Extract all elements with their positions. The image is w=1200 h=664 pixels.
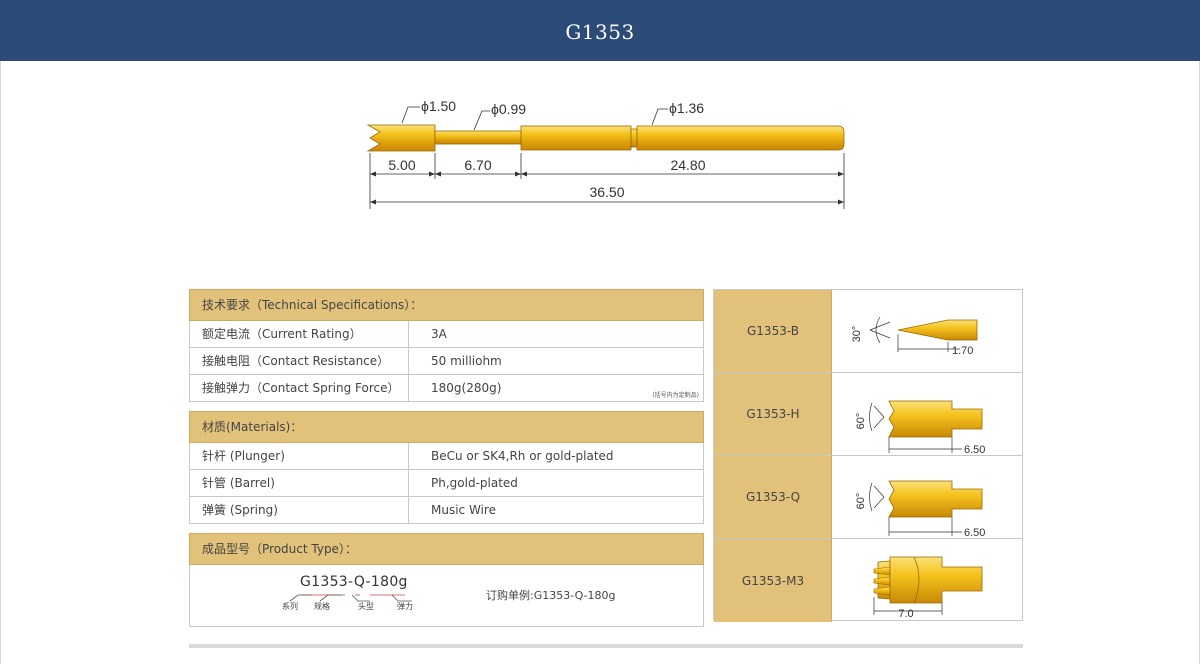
tip-h-drawing: 60° 6.50 [855,400,985,456]
pin-drawing-svg: ϕ1.50 ϕ0.99 ϕ1.36 5.00 6.70 24.80 36.50 [366,98,845,209]
tip-row-m3: G1353-M3 7.0 [714,539,1022,622]
material-label: 弹簧 (Spring) [190,497,409,523]
diameter-label: ϕ1.36 [669,100,704,116]
tip-m3-drawing: 7.0 [873,556,983,620]
pin-crimp [630,128,638,148]
bottom-divider [189,644,1023,648]
code-part-label: 规格 [314,602,330,611]
tip-row-b: G1353-B 30° 1.70 [714,290,1022,373]
tip-name: G1353-B [747,324,799,338]
product-type-box: G1353-Q-180g 系列 规格 头型 弹力 订购单例:G1353-Q-18… [189,565,704,627]
tip-name: G1353-H [746,407,800,421]
pin-barrel-rear [636,125,845,151]
spec-label: 接触电阻（Contact Resistance） [190,348,409,374]
code-underlines [289,594,412,602]
material-value: Music Wire [431,503,496,517]
code-part-label: 系列 [282,602,298,611]
code-part-label: 头型 [358,602,374,611]
custom-note: (括号内为定制品) [652,392,699,399]
product-type-header: 成品型号（Product Type）： [189,533,704,565]
spec-row: 接触电阻（Contact Resistance） 50 milliohm [189,348,704,375]
material-row: 针杆 (Plunger) BeCu or SK4,Rh or gold-plat… [189,443,704,470]
spec-label: 接触弹力（Contact Spring Force） [190,375,409,401]
order-example: 订购单例:G1353-Q-180g [486,589,616,602]
tip-row-h: G1353-H 60° 6.50 [714,373,1022,456]
tip-angle: 60° [855,493,867,510]
diameter-label: ϕ1.50 [421,98,456,114]
tip-angle: 60° [855,413,867,430]
spec-panel: 技术要求（Technical Specifications）： 额定电流（Cur… [189,289,704,627]
segment-dim: 6.70 [464,157,491,173]
material-label: 针管 (Barrel) [190,470,409,496]
pin-barrel-front [520,125,632,151]
tip-angle: 30° [851,326,863,343]
tip-b-drawing: 30° 1.70 [851,316,978,357]
spec-value: 3A [431,327,447,341]
page-title: G1353 [565,20,635,44]
material-row: 针管 (Barrel) Ph,gold-plated [189,470,704,497]
tip-dim: 7.0 [898,608,913,620]
code-part-label: 弹力 [397,602,413,611]
tip-name: G1353-Q [745,490,801,504]
tip-q-drawing: 60° 6.50 [855,480,985,539]
total-dim: 36.50 [589,184,624,200]
material-value: BeCu or SK4,Rh or gold-plated [431,449,614,463]
tip-dim: 6.50 [964,527,985,539]
pin-head [366,124,436,152]
spec-row: 额定电流（Current Rating） 3A [189,321,704,348]
tip-types-table: G1353-B 30° 1.70 G1353-H [713,289,1023,622]
tip-dim: 1.70 [952,345,973,357]
diameter-label: ϕ0.99 [491,101,526,117]
spec-value: 180g(280g) [431,381,502,395]
page-header: G1353 [0,0,1200,61]
tip-dim: 6.50 [964,444,985,456]
materials-header: 材质(Materials)： [189,411,704,443]
material-row: 弹簧 (Spring) Music Wire [189,497,704,524]
specs-header: 技术要求（Technical Specifications）： [189,289,704,321]
spec-value: 50 milliohm [431,354,502,368]
tip-name: G1353-M3 [741,573,805,588]
product-code: G1353-Q-180g [300,574,408,590]
segment-dim: 24.80 [670,157,705,173]
spec-row: 接触弹力（Contact Spring Force） 180g(280g) (括… [189,375,704,402]
segment-dim: 5.00 [388,157,415,173]
tip-row-q: G1353-Q 60° 6.50 [714,456,1022,539]
material-label: 针杆 (Plunger) [190,443,409,469]
pin-drawing: ϕ1.50 ϕ0.99 ϕ1.36 5.00 6.70 24.80 36.50 [0,61,1200,261]
pin-neck [434,130,522,145]
material-value: Ph,gold-plated [431,476,518,490]
spec-label: 额定电流（Current Rating） [190,321,409,347]
